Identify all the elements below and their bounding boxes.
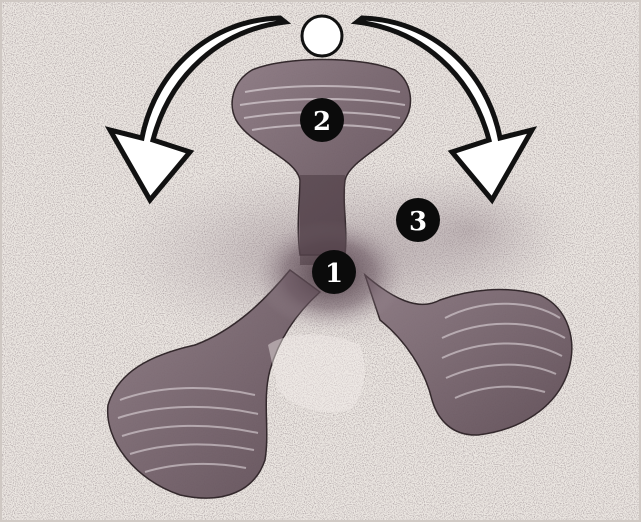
marker-2: 2 [300,98,344,142]
marker-1-label: 1 [325,259,343,289]
marker-2-label: 2 [313,107,331,137]
marker-3: 3 [396,198,440,242]
pivot-dot-icon [302,16,342,56]
marker-1: 1 [312,250,356,294]
marker-3-label: 3 [409,207,427,237]
